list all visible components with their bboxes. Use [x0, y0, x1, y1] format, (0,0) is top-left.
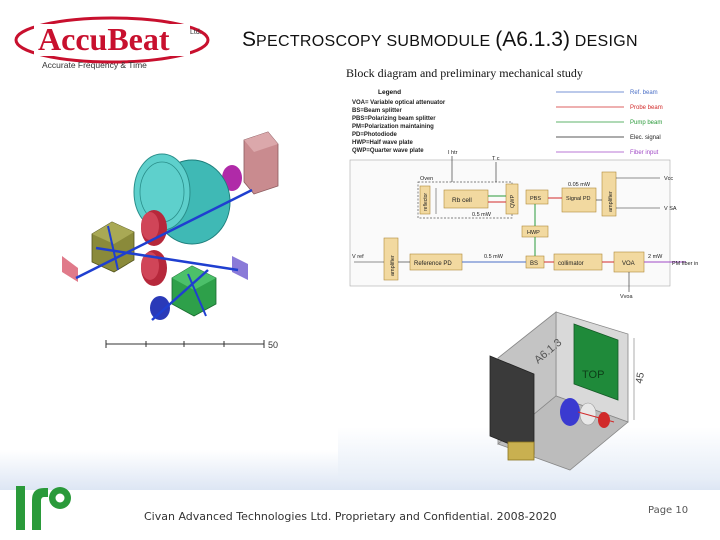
- vref-label: V ref: [352, 254, 364, 260]
- amplifier-left-label: amplifier: [390, 255, 396, 276]
- beam-legend-item: Fiber input: [630, 150, 659, 156]
- reflector-block: [419, 185, 431, 215]
- oven-label: Oven: [420, 176, 433, 182]
- legend-item: BS=Beam splitter: [352, 108, 403, 114]
- signal-pd-label: Signal PD: [566, 196, 590, 202]
- vsa-label: V SA: [664, 206, 677, 212]
- reflector-label: reflector: [423, 193, 429, 211]
- block-diagram-title: Block diagram and preliminary mechanical…: [346, 66, 583, 80]
- qwp-label: QWP: [510, 195, 516, 208]
- beam-legend-item: Probe beam: [630, 105, 663, 111]
- rb-cell-label: Rb cell: [452, 197, 472, 204]
- dimension-label: 45: [634, 371, 647, 384]
- legend-item: VOA= Variable optical attenuator: [352, 100, 446, 106]
- logo-name-text: AccuBeat: [38, 21, 170, 57]
- legend-title: Legend: [378, 89, 401, 96]
- footer-confidential-text: Civan Advanced Technologies Ltd. Proprie…: [144, 510, 557, 523]
- beam-legend-item: Elec. signal: [630, 135, 661, 141]
- reference-pd-label: Reference PD: [414, 261, 452, 267]
- pbs-block: [525, 189, 549, 205]
- amplifier-top-label: amplifier: [608, 191, 614, 212]
- beam-legend-item: Pump beam: [630, 120, 662, 126]
- bs-label: BS: [530, 261, 538, 267]
- legend-item: PM=Polarization maintaining: [352, 124, 434, 130]
- title-end: DESIGN: [569, 33, 638, 50]
- accubeat-logo: AccuBeat Ltd. Accurate Frequency & Time: [14, 12, 210, 72]
- title-main: PECTROSCOPY SUBMODULE: [256, 33, 496, 50]
- i-htr-label: I htr: [448, 150, 458, 156]
- legend-item: HWP=Half wave plate: [352, 140, 414, 146]
- vvoa-label: Vvoa: [620, 294, 633, 300]
- signal-pd-block: [561, 187, 597, 213]
- block-diagram: Legend VOA= Variable optical attenuator …: [340, 82, 720, 300]
- power-label: 0.5 mW: [472, 212, 492, 218]
- logo-tagline-text: Accurate Frequency & Time: [42, 60, 147, 70]
- hwp-label: HWP: [527, 230, 540, 236]
- vcc-label: Vcc: [664, 176, 673, 182]
- voa-label: VOA: [622, 261, 635, 267]
- qwp-block: [505, 183, 519, 215]
- power-label: 0.5 mW: [484, 254, 504, 260]
- title-code: (A6.1.3): [495, 28, 570, 51]
- title-initial: S: [242, 28, 257, 51]
- tc-label: T c: [492, 156, 500, 162]
- legend-item: QWP=Quarter wave plate: [352, 148, 424, 154]
- amplifier-top-block: [601, 171, 617, 217]
- pm-fiber-label: PM fiber in: [672, 261, 698, 267]
- scale-label: 50: [268, 340, 278, 350]
- power-label: 2 mW: [648, 254, 663, 260]
- page-number: Page 10: [648, 505, 689, 516]
- logo-suffix-text: Ltd.: [190, 29, 202, 36]
- civan-logo: [14, 482, 76, 532]
- rb-cell-block: [443, 189, 489, 209]
- collimator-label: collimator: [558, 261, 584, 267]
- legend-item: PD=Photodiode: [352, 132, 397, 138]
- abbreviation-legend: VOA= Variable optical attenuator BS=Beam…: [352, 100, 446, 154]
- mechanical-housing-render: TOP A6.1.3 45: [338, 304, 720, 480]
- board-label: TOP: [582, 369, 604, 381]
- optics-3d-render: 50: [56, 130, 346, 350]
- pbs-label: PBS: [530, 196, 541, 202]
- beam-legend-item: Ref. beam: [630, 90, 658, 96]
- page-title: SPECTROSCOPY SUBMODULE (A6.1.3) DESIGN: [242, 28, 638, 52]
- beam-legend: Ref. beam Probe beam Pump beam Elec. sig…: [556, 90, 663, 156]
- amplifier-left-block: [383, 237, 399, 281]
- legend-item: PBS=Polarizing beam splitter: [352, 116, 436, 122]
- power-label: 0.05 mW: [568, 182, 591, 188]
